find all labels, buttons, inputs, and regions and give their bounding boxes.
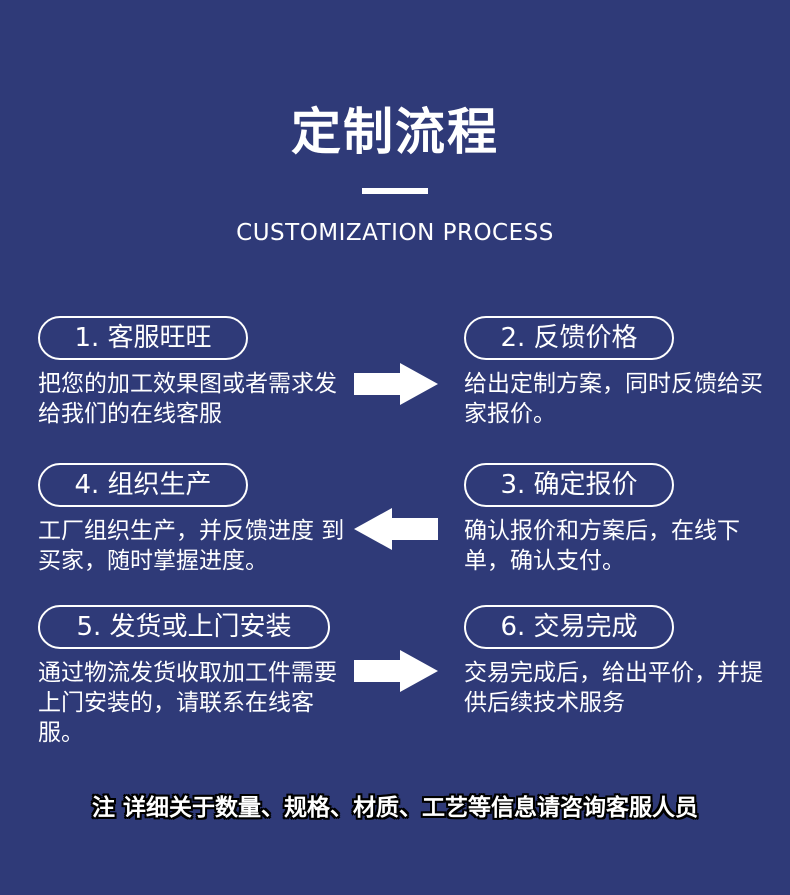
page-subtitle: CUSTOMIZATION PROCESS [236, 220, 554, 246]
arrow-right-icon [354, 363, 438, 405]
title-divider [362, 188, 428, 194]
arrow-left-icon [354, 508, 438, 550]
arrow-right-icon [354, 650, 438, 692]
footer-note: 注 详细关于数量、规格、材质、工艺等信息请咨询客服人员 [91, 795, 698, 821]
step-4-description: 工厂组织生产，并反馈进度 到买家，随时掌握进度。 [38, 518, 345, 574]
step-4-label: 4. 组织生产 [38, 463, 248, 507]
step-5-label: 5. 发货或上门安装 [38, 605, 330, 649]
step-2-description: 给出定制方案，同时反馈给买家报价。 [464, 371, 763, 427]
step-1-description: 把您的加工效果图或者需求发给我们的在线客服 [38, 371, 337, 427]
step-1-label: 1. 客服旺旺 [38, 316, 248, 360]
step-3-description: 确认报价和方案后，在线下单，确认支付。 [464, 518, 740, 574]
step-5-description: 通过物流发货收取加工件需要上门安装的，请联系在线客服。 [38, 660, 337, 746]
step-6-description: 交易完成后，给出平价，并提供后续技术服务 [464, 660, 763, 716]
step-2-label: 2. 反馈价格 [464, 316, 674, 360]
page-title: 定制流程 [291, 103, 499, 161]
step-3-label: 3. 确定报价 [464, 463, 674, 507]
step-6-label: 6. 交易完成 [464, 605, 674, 649]
